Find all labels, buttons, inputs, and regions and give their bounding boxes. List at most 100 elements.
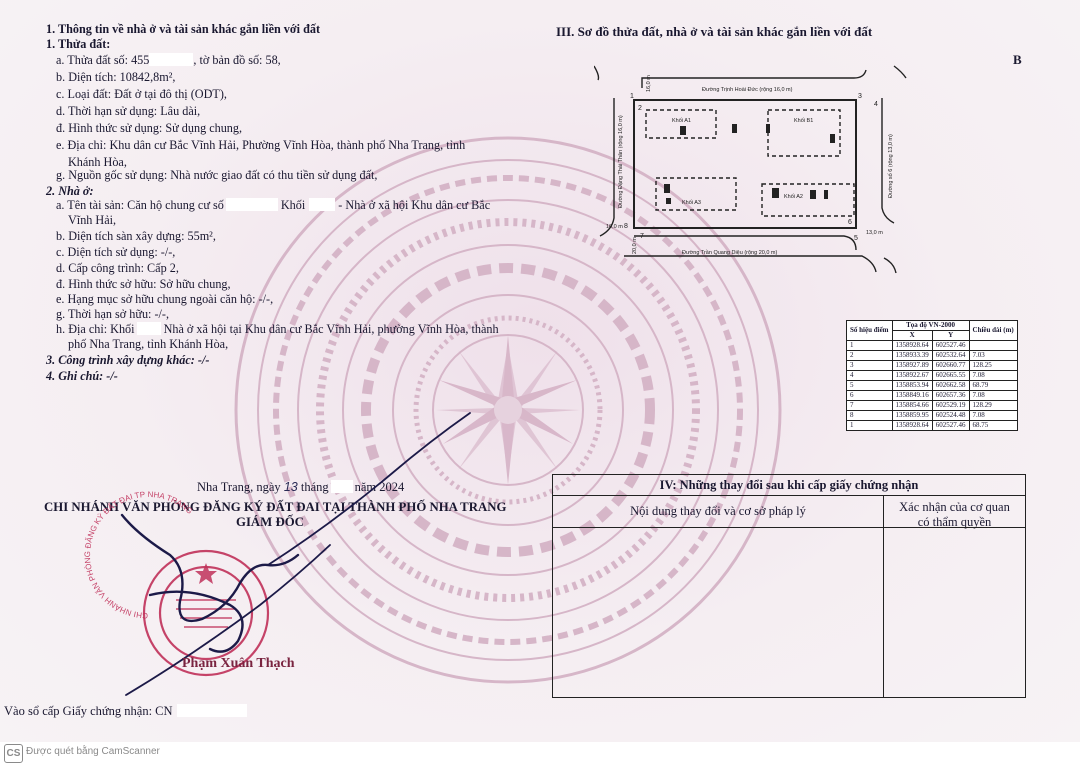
point-label: 3 xyxy=(858,93,862,100)
ownership-term: g. Thời hạn sở hữu: -/-, xyxy=(56,307,170,321)
point-label: 8 xyxy=(624,223,628,230)
col-header-length: Chiều dài (m) xyxy=(968,320,1018,341)
dimension-label: 13,0 m xyxy=(866,230,883,236)
coord-length: 128.29 xyxy=(968,400,1018,411)
col-header-y: Y xyxy=(931,330,970,341)
col-header-point: Số hiệu điểm xyxy=(846,320,893,341)
coordinate-table: Số hiệu điểm Tọa độ VN-2000 Chiều dài (m… xyxy=(846,320,1018,431)
coord-length: 128.25 xyxy=(968,360,1018,371)
coord-point: 6 xyxy=(846,390,893,401)
point-label: 1 xyxy=(630,93,634,100)
road-right-label: Đường số 6 (rộng 13,0 m) xyxy=(888,134,894,198)
dimension-label: 16,0 m xyxy=(606,224,623,230)
floor-area: b. Diện tích sàn xây dựng: 55m², xyxy=(56,229,216,243)
coord-x: 1358933.39 xyxy=(891,350,933,361)
land-origin: g. Nguồn gốc sử dụng: Nhà nước giao đất … xyxy=(56,168,378,182)
road-top-label: Đường Trịnh Hoài Đức (rộng 16,0 m) xyxy=(702,87,793,93)
ownership-form: đ. Hình thức sở hữu: Sở hữu chung, xyxy=(56,277,231,291)
block-label: Khối A2 xyxy=(784,194,803,200)
coord-length: 68.79 xyxy=(968,380,1018,391)
asset-name-line2: Vĩnh Hải, xyxy=(68,213,117,227)
issuing-office: CHI NHÁNH VĂN PHÒNG ĐĂNG KÝ ĐẤT ĐAI TẠI … xyxy=(44,500,507,514)
land-type: c. Loại đất: Đất ở tại đô thị (ODT), xyxy=(56,87,227,101)
common-ownership: e. Hạng mục sở hữu chung ngoài căn hộ: -… xyxy=(56,292,274,306)
block-label: Khối B1 xyxy=(794,118,813,124)
coord-y: 602532.64 xyxy=(931,350,970,361)
date-year: năm 2024 xyxy=(354,480,405,494)
coord-x: 1358859.95 xyxy=(891,410,933,421)
block-label: Khối A3 xyxy=(682,200,701,206)
coord-length xyxy=(968,340,1018,351)
notes: 4. Ghi chú: -/- xyxy=(46,369,118,383)
coord-y: 602665.55 xyxy=(931,370,970,381)
coord-point: 1 xyxy=(846,420,893,431)
point-label: 5 xyxy=(854,235,858,242)
section-4-title: IV: Những thay đổi sau khi cấp giấy chứn… xyxy=(553,475,1025,496)
coord-point: 2 xyxy=(846,350,893,361)
heading-house-info: 1. Thông tin về nhà ở và tài sản khác gắ… xyxy=(46,22,321,36)
issue-date: Nha Trang, ngày 13 tháng năm 2024 xyxy=(197,480,404,495)
camscanner-logo-icon: CS xyxy=(4,744,23,763)
land-address-line1: e. Địa chỉ: Khu dân cư Bắc Vĩnh Hải, Phư… xyxy=(56,138,466,152)
official-stamp-and-signature: CHI NHÁNH VĂN PHÒNG ĐĂNG KÝ ĐẤT ĐAI TP N… xyxy=(83,412,471,696)
road-left-label: Đường Đặng Thái Thân (rộng 16,0 m) xyxy=(618,115,624,208)
asset-name-line1: a. Tên tài sản: Căn hộ chung cư số Khối … xyxy=(56,198,490,212)
certificate-record-text: Vào sổ cấp Giấy chứng nhận: CN xyxy=(4,704,173,718)
coord-x: 1358928.64 xyxy=(891,420,933,431)
coord-point: 1 xyxy=(846,340,893,351)
coord-y: 602527.46 xyxy=(931,420,970,431)
asset-project-text: - Nhà ở xã hội Khu dân cư Bắc xyxy=(338,198,491,212)
coord-point: 4 xyxy=(846,370,893,381)
coord-point: 3 xyxy=(846,360,893,371)
redaction-box xyxy=(136,322,161,335)
dimension-label: 16,0 m xyxy=(646,75,652,92)
land-plot-number: a. Thửa đất số: 455 , tờ bản đồ số: 58, xyxy=(56,53,281,67)
authority-confirm-column: Xác nhận của cơ quan có thẩm quyền xyxy=(884,496,1025,530)
coord-x: 1358922.67 xyxy=(891,370,933,381)
coord-point: 7 xyxy=(846,400,893,411)
coord-y: 602529.19 xyxy=(931,400,970,411)
date-day: 13 xyxy=(283,480,298,494)
map-sheet-text: , tờ bản đồ số: 58, xyxy=(193,53,281,67)
date-prefix: Nha Trang, ngày xyxy=(197,480,281,494)
authority-confirm-header-line1: Xác nhận của cơ quan xyxy=(899,500,1010,514)
section-3-title: III. Sơ đồ thửa đất, nhà ở và tài sản kh… xyxy=(556,24,873,39)
changes-table: IV: Những thay đổi sau khi cấp giấy chứn… xyxy=(552,474,1026,698)
authority-confirm-header-line2: có thẩm quyền xyxy=(917,515,992,529)
coord-x: 1358853.94 xyxy=(891,380,933,391)
changes-content-header: Nội dung thay đổi và cơ sở pháp lý xyxy=(630,504,806,518)
land-plot-diagram: Đường Trịnh Hoài Đức (rộng 16,0 m) Đường… xyxy=(594,65,907,274)
certificate-record: Vào sổ cấp Giấy chứng nhận: CN xyxy=(4,704,247,719)
coord-point: 8 xyxy=(846,410,893,421)
col-header-x: X xyxy=(891,330,933,341)
point-label: 4 xyxy=(874,101,878,108)
col-header-coords: Tọa độ VN-2000 xyxy=(891,320,970,331)
coord-y: 602657.36 xyxy=(931,390,970,401)
land-address-line2: Khánh Hòa, xyxy=(68,155,127,169)
coord-x: 1358927.89 xyxy=(891,360,933,371)
coord-y: 602662.58 xyxy=(931,380,970,391)
certificate-page: 1. Thông tin về nhà ở và tài sản khác gắ… xyxy=(0,0,1080,742)
coord-y: 602527.46 xyxy=(931,340,970,351)
point-label: 6 xyxy=(848,219,852,226)
house-address-line2: phố Nha Trang, tỉnh Khánh Hòa, xyxy=(68,337,229,351)
house-address-text: Nhà ở xã hội tại Khu dân cư Bắc Vĩnh Hải… xyxy=(163,322,499,336)
signer-name: Phạm Xuân Thạch xyxy=(182,656,295,671)
coord-length: 7.08 xyxy=(968,410,1018,421)
dimension-label: 20,0 m xyxy=(632,237,638,254)
page-letter: B xyxy=(1013,52,1022,67)
coord-length: 7.08 xyxy=(968,390,1018,401)
plot-number-text: a. Thửa đất số: 455 xyxy=(56,53,150,67)
coord-length: 7.03 xyxy=(968,350,1018,361)
date-month-label: tháng xyxy=(300,480,329,494)
land-area: b. Diện tích: 10842,8m², xyxy=(56,70,176,84)
point-label: 2 xyxy=(638,105,642,112)
table-divider xyxy=(553,527,1025,528)
heading-land-plot: 1. Thửa đất: xyxy=(46,37,111,51)
bronze-drum-watermark xyxy=(234,136,782,684)
